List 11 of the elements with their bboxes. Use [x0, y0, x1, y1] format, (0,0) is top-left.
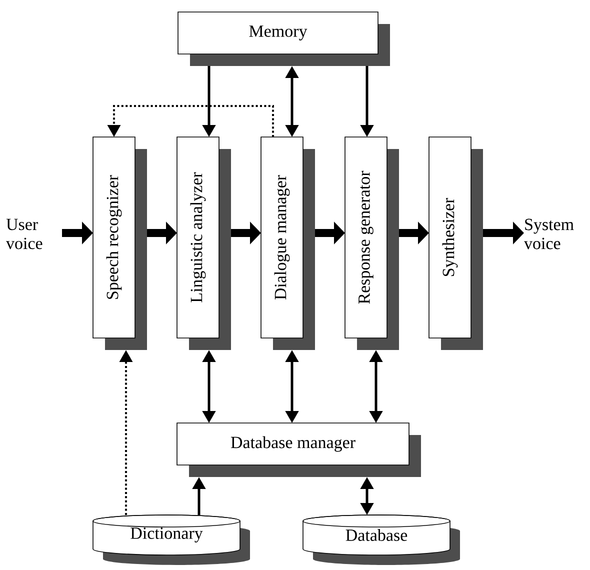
process-box: Memory: [178, 12, 390, 66]
process-box: Database manager: [176, 422, 421, 477]
process-box: Dialogue manager: [260, 136, 315, 350]
process-box: Speech recognizer: [92, 136, 147, 350]
process-box: Linguistic analyzer: [176, 136, 231, 350]
database-cylinder: Dictionary: [92, 514, 250, 565]
database-cylinder: Database: [302, 514, 460, 565]
process-box: Synthesizer: [428, 136, 483, 350]
process-box: Response generator: [344, 136, 399, 350]
text-label: User voice: [6, 218, 42, 250]
text-label: System voice: [524, 218, 574, 250]
